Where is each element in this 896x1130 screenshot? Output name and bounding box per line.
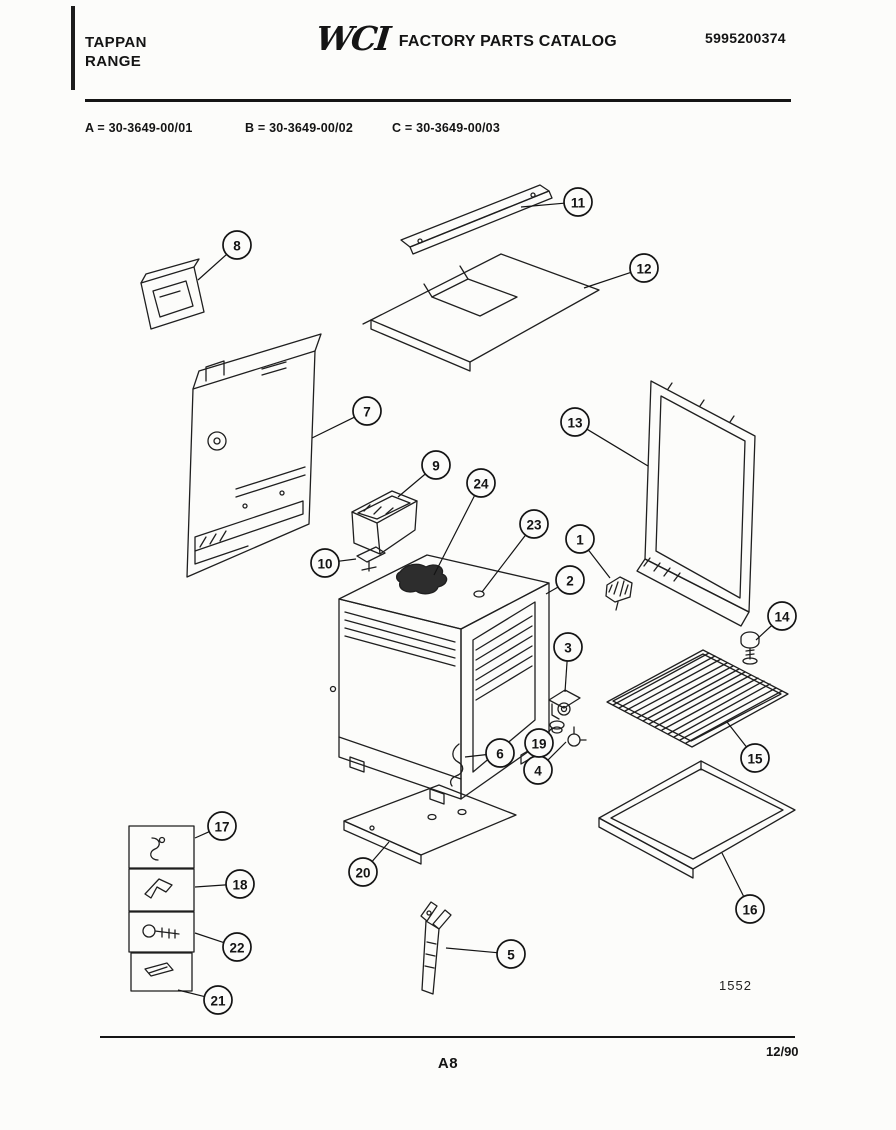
callout-19: 19 — [524, 727, 554, 758]
svg-text:5: 5 — [507, 948, 515, 963]
part-oven-body-2 — [329, 554, 550, 805]
part-oven-rack-15 — [606, 649, 789, 748]
part-clip-10 — [356, 546, 386, 572]
svg-text:2: 2 — [566, 574, 574, 589]
svg-text:21: 21 — [210, 994, 226, 1009]
footer-rule — [100, 1036, 795, 1038]
part-main-top-panel-12 — [362, 253, 600, 372]
svg-text:7: 7 — [363, 405, 371, 420]
svg-text:9: 9 — [432, 459, 440, 474]
part-switch-1 — [605, 576, 633, 611]
svg-text:12: 12 — [636, 262, 651, 277]
callout-9: 9 — [397, 450, 451, 498]
callout-17: 17 — [194, 811, 237, 841]
svg-text:15: 15 — [747, 752, 763, 767]
part-ring-19 — [549, 720, 565, 734]
brand-line-1: TAPPAN — [85, 34, 147, 51]
svg-text:14: 14 — [774, 610, 790, 625]
part-leveling-foot-14 — [740, 631, 760, 665]
part-top-rail-11 — [400, 184, 553, 255]
callout-6: 6 — [464, 738, 515, 768]
callout-20: 20 — [348, 841, 390, 887]
svg-text:22: 22 — [229, 941, 244, 956]
callout-23: 23 — [481, 509, 549, 593]
part-left-side-panel-7 — [186, 333, 322, 578]
callout-11: 11 — [520, 187, 593, 217]
callout-1: 1 — [565, 524, 611, 579]
model-code-a: A = 30-3649-00/01 — [85, 121, 193, 135]
model-code-c: C = 30-3649-00/03 — [392, 121, 500, 135]
svg-text:13: 13 — [567, 416, 583, 431]
part-bracket-8 — [140, 258, 205, 330]
callout-13: 13 — [560, 407, 649, 467]
svg-text:4: 4 — [534, 764, 542, 779]
hardware-box-21 — [130, 952, 193, 992]
callout-22: 22 — [194, 932, 252, 962]
model-code-list: A = 30-3649-00/01 B = 30-3649-00/02 C = … — [0, 121, 896, 141]
part-lower-drawer-panel-16 — [598, 760, 796, 879]
brand-line-2: RANGE — [85, 53, 142, 70]
part-bottom-panel-20 — [343, 784, 517, 865]
scan-edge-mark — [71, 6, 75, 90]
svg-text:24: 24 — [473, 477, 489, 492]
callout-12: 12 — [583, 253, 659, 289]
svg-text:10: 10 — [317, 557, 332, 572]
figure-number: 1552 — [719, 978, 752, 993]
hardware-box-18 — [128, 868, 195, 912]
svg-text:16: 16 — [742, 903, 758, 918]
callout-24: 24 — [433, 468, 496, 576]
part-elbow-4 — [567, 726, 587, 747]
callout-4: 4 — [523, 741, 567, 785]
callout-15: 15 — [726, 721, 770, 773]
callout-5: 5 — [445, 939, 526, 969]
svg-text:20: 20 — [355, 866, 370, 881]
svg-text:17: 17 — [214, 820, 229, 835]
callout-10: 10 — [310, 548, 357, 578]
callout-7: 7 — [311, 396, 382, 439]
svg-text:1: 1 — [576, 533, 584, 548]
document-number: 5995200374 — [705, 30, 786, 46]
hardware-box-17 — [128, 825, 195, 869]
callout-18: 18 — [194, 869, 255, 899]
catalog-title: FACTORY PARTS CATALOG — [398, 33, 617, 50]
callout-14: 14 — [755, 601, 797, 641]
svg-text:3: 3 — [564, 641, 572, 656]
svg-text:11: 11 — [571, 196, 586, 211]
svg-text:6: 6 — [496, 747, 504, 762]
footer-page-number: A8 — [437, 1055, 459, 1072]
model-code-b: B = 30-3649-00/02 — [245, 121, 353, 135]
part-right-side-panel-13 — [636, 380, 756, 627]
svg-text:8: 8 — [233, 239, 241, 254]
part-valve-3 — [548, 689, 581, 720]
svg-text:23: 23 — [526, 518, 542, 533]
callout-3: 3 — [553, 632, 583, 693]
svg-text:18: 18 — [232, 878, 248, 893]
header-title-group: WCI FACTORY PARTS CATALOG — [314, 19, 617, 58]
callout-21: 21 — [177, 985, 233, 1015]
footer-date: 12/90 — [766, 1044, 799, 1059]
part-support-bracket-5 — [420, 901, 452, 995]
part-hook-6 — [449, 743, 464, 787]
callout-2: 2 — [545, 565, 585, 595]
part-duct-bracket-9 — [351, 490, 418, 555]
svg-text:19: 19 — [531, 737, 546, 752]
header-rule — [85, 99, 791, 102]
brand-name: TAPPAN RANGE — [85, 33, 147, 71]
callout-8: 8 — [197, 230, 252, 281]
hardware-box-22 — [128, 911, 195, 953]
callout-16: 16 — [721, 852, 765, 924]
